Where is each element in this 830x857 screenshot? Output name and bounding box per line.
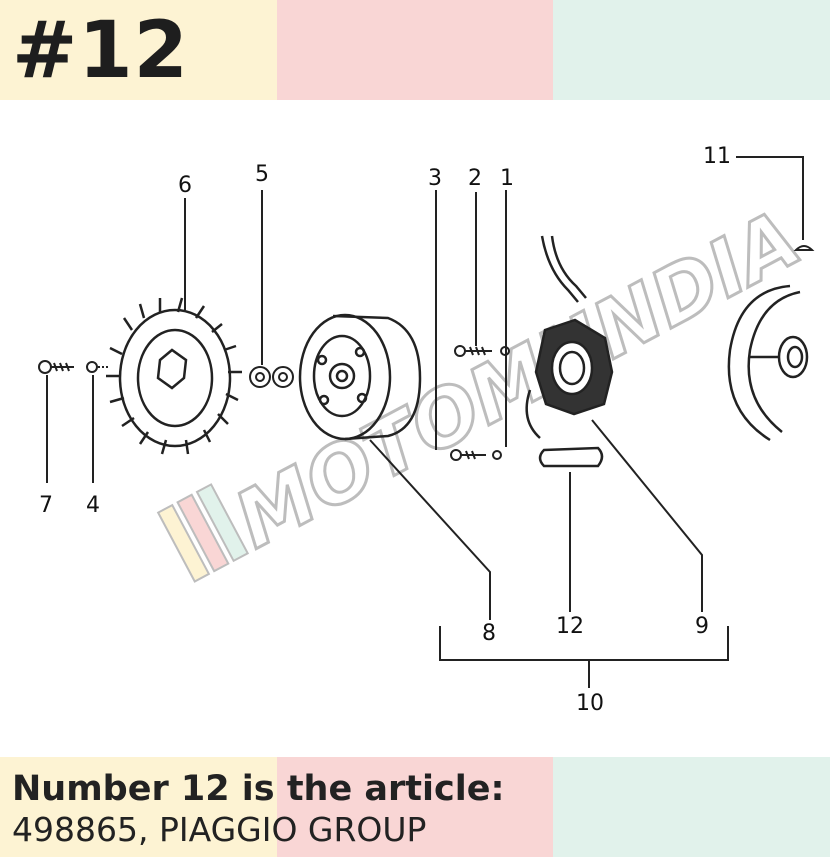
watermark-text: MOTOMUNDIA	[221, 194, 814, 566]
label-part-8: 8	[482, 621, 496, 646]
part-7-screw	[38, 360, 74, 374]
label-part-11: 11	[703, 144, 731, 169]
watermark-stripe-1	[156, 503, 211, 583]
part-11-key	[793, 245, 815, 251]
header-color-band	[0, 0, 830, 100]
part-4-washer	[86, 361, 108, 373]
label-part-1: 1	[500, 166, 514, 191]
band-yellow	[0, 757, 277, 857]
part-9-stator	[525, 235, 614, 439]
band-mint	[553, 757, 830, 857]
label-part-9: 9	[695, 614, 709, 639]
caption-article: 498865, PIAGGIO GROUP	[12, 810, 427, 849]
exploded-parts-diagram: MOTOMUNDIA	[38, 144, 816, 716]
part-5-nuts	[249, 366, 294, 388]
label-part-10: 10	[576, 691, 604, 716]
part-3-screw-lower	[450, 449, 486, 461]
page-title: #12	[12, 6, 189, 96]
label-part-4: 4	[86, 493, 100, 518]
part-8-flywheel	[298, 313, 422, 441]
part-1-washer-lower	[492, 450, 502, 460]
label-part-5: 5	[255, 162, 269, 187]
label-part-7: 7	[39, 493, 53, 518]
label-part-6: 6	[178, 173, 192, 198]
band-pink	[277, 757, 553, 857]
part-12-pickup	[538, 446, 604, 468]
watermark: MOTOMUNDIA	[156, 193, 816, 583]
footer-color-band	[0, 757, 830, 857]
watermark-stripe-3	[195, 483, 250, 563]
watermark-stripe-2	[176, 493, 230, 573]
band-yellow	[0, 0, 277, 100]
crankcase-cover	[727, 284, 809, 442]
part-2-screw-upper	[454, 345, 492, 357]
leader-lines	[46, 156, 804, 688]
label-part-12: 12	[556, 614, 584, 639]
band-mint	[553, 0, 830, 100]
label-part-2: 2	[468, 166, 482, 191]
caption-heading: Number 12 is the article:	[12, 769, 505, 809]
part-6-fan	[106, 297, 242, 455]
label-part-3: 3	[428, 166, 442, 191]
band-pink	[277, 0, 553, 100]
